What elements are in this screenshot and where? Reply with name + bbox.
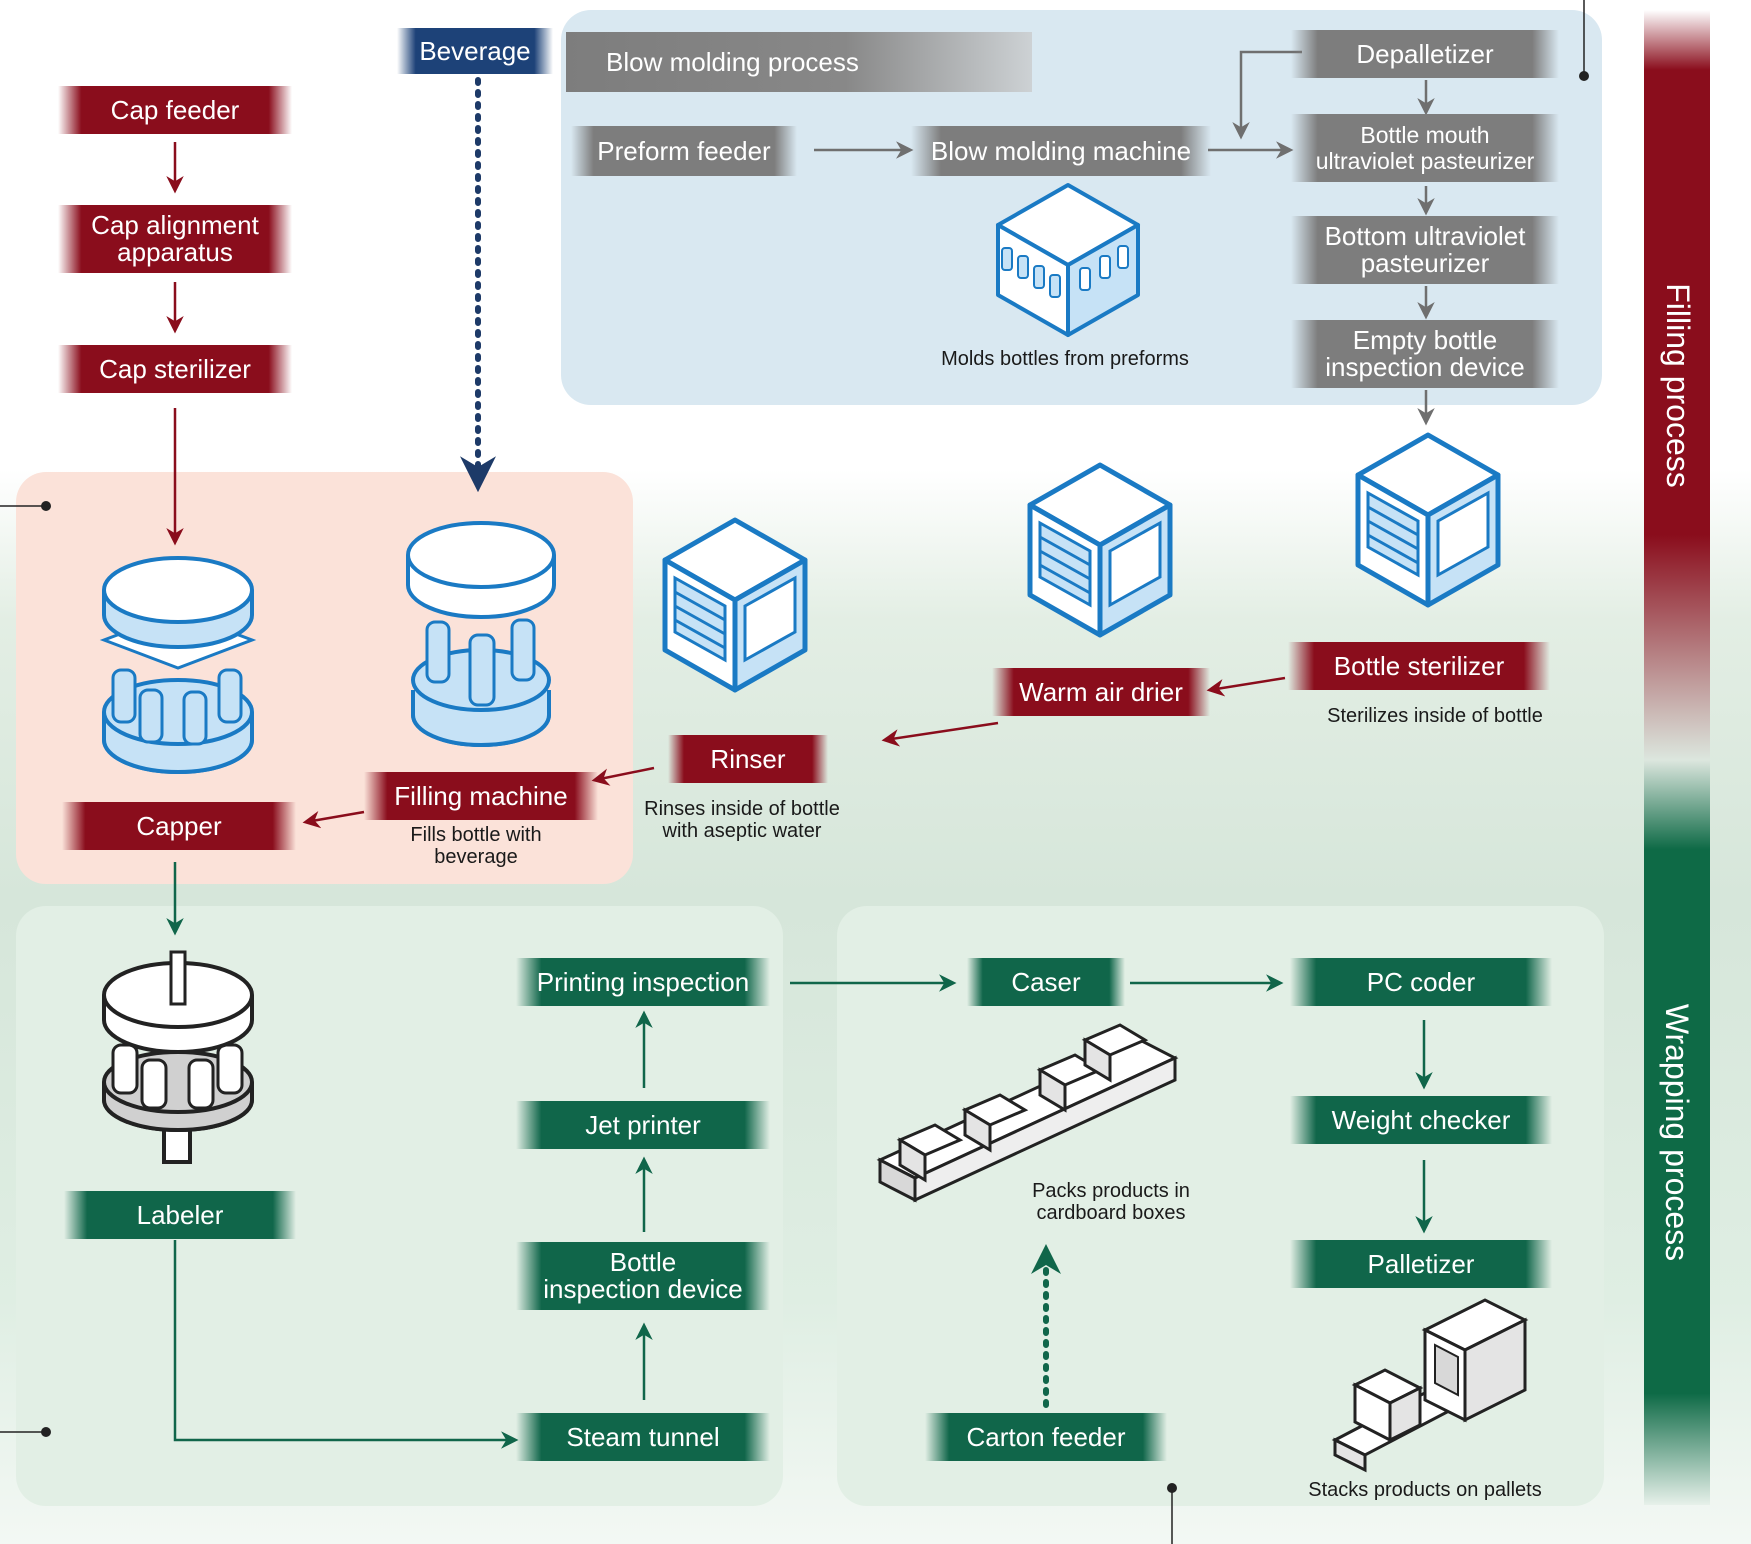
blow-molding-machine-label[interactable]: Blow molding machine: [911, 126, 1211, 176]
rinser-caption-line1: Rinses inside of bottle: [644, 798, 840, 820]
bottle-sterilizer-label[interactable]: Bottle sterilizer: [1288, 642, 1550, 690]
palletizer-icon: [1331, 1298, 1529, 1473]
palletizer-caption: Stacks products on pallets: [1308, 1479, 1542, 1501]
blow-molding-machine-icon: [996, 183, 1140, 337]
mouth-uv-line1: Bottle mouth: [1360, 122, 1490, 148]
blow-molding-process-title: Blow molding process: [566, 32, 1032, 92]
carton-feeder-label[interactable]: Carton feeder: [925, 1413, 1167, 1461]
warm-air-drier-machine-icon: [1030, 465, 1170, 635]
caser-label[interactable]: Caser: [967, 958, 1125, 1006]
empty-inspection-line2: inspection device: [1325, 352, 1525, 382]
depalletizer-label[interactable]: Depalletizer: [1291, 30, 1559, 78]
printing-inspection-label[interactable]: Printing inspection: [516, 958, 770, 1006]
labeler-label[interactable]: Labeler: [64, 1191, 296, 1239]
empty-inspection-line1: Empty bottle: [1352, 325, 1498, 355]
warm-air-drier-label[interactable]: Warm air drier: [992, 668, 1210, 716]
bottle-inspection-line1: Bottle: [609, 1247, 677, 1277]
filling-process-bar: Filling process: [1644, 10, 1710, 760]
capper-label[interactable]: Capper: [62, 802, 296, 850]
filling-machine-icon: [406, 521, 556, 747]
bottle-inspection-device-label[interactable]: Bottle inspection device: [516, 1242, 770, 1310]
empty-bottle-inspection-label[interactable]: Empty bottle inspection device: [1291, 320, 1559, 388]
bottom-uv-line1: Bottom ultraviolet: [1324, 221, 1526, 251]
blow-molding-caption: Molds bottles from preforms: [941, 348, 1189, 370]
cap-alignment-apparatus-label[interactable]: Cap alignment apparatus: [58, 205, 292, 273]
beverage-label[interactable]: Beverage: [397, 28, 553, 74]
cap-sterilizer-label[interactable]: Cap sterilizer: [58, 345, 292, 393]
wrapping-process-bar: Wrapping process: [1644, 760, 1710, 1505]
filling-machine-label[interactable]: Filling machine: [364, 772, 598, 820]
caser-caption-line1: Packs products in: [1032, 1180, 1190, 1202]
preform-feeder-label[interactable]: Preform feeder: [571, 126, 797, 176]
cap-feeder-label[interactable]: Cap feeder: [58, 86, 292, 134]
cap-alignment-line2: apparatus: [117, 237, 233, 267]
palletizer-label[interactable]: Palletizer: [1290, 1240, 1552, 1288]
mouth-uv-line2: ultraviolet pasteurizer: [1315, 148, 1535, 174]
rinser-caption: Rinses inside of bottle with aseptic wat…: [622, 798, 862, 842]
rinser-label[interactable]: Rinser: [668, 735, 828, 783]
capper-icon: [99, 556, 257, 774]
bottom-uv-pasteurizer-label[interactable]: Bottom ultraviolet pasteurizer: [1291, 216, 1559, 284]
labeler-icon: [102, 950, 254, 1164]
filling-machine-caption: Fills bottle with beverage: [368, 824, 584, 868]
bottle-sterilizer-caption: Sterilizes inside of bottle: [1327, 705, 1543, 727]
bottle-mouth-uv-pasteurizer-label[interactable]: Bottle mouth ultraviolet pasteurizer: [1291, 114, 1559, 182]
caser-caption: Packs products in cardboard boxes: [1006, 1180, 1216, 1224]
bottle-sterilizer-machine-icon: [1358, 435, 1498, 605]
bottle-inspection-line2: inspection device: [543, 1274, 743, 1304]
cap-alignment-line1: Cap alignment: [91, 210, 259, 240]
filling-caption-line1: Fills bottle with: [410, 824, 542, 846]
rinser-machine-icon: [665, 520, 805, 690]
steam-tunnel-label[interactable]: Steam tunnel: [516, 1413, 770, 1461]
weight-checker-label[interactable]: Weight checker: [1290, 1096, 1552, 1144]
bottom-uv-line2: pasteurizer: [1360, 248, 1490, 278]
caser-conveyor-icon: [876, 1023, 1179, 1203]
jet-printer-label[interactable]: Jet printer: [516, 1101, 770, 1149]
pc-coder-label[interactable]: PC coder: [1290, 958, 1552, 1006]
filling-caption-line2: beverage: [434, 846, 518, 868]
caser-caption-line2: cardboard boxes: [1036, 1202, 1186, 1224]
rinser-caption-line2: with aseptic water: [662, 820, 822, 842]
